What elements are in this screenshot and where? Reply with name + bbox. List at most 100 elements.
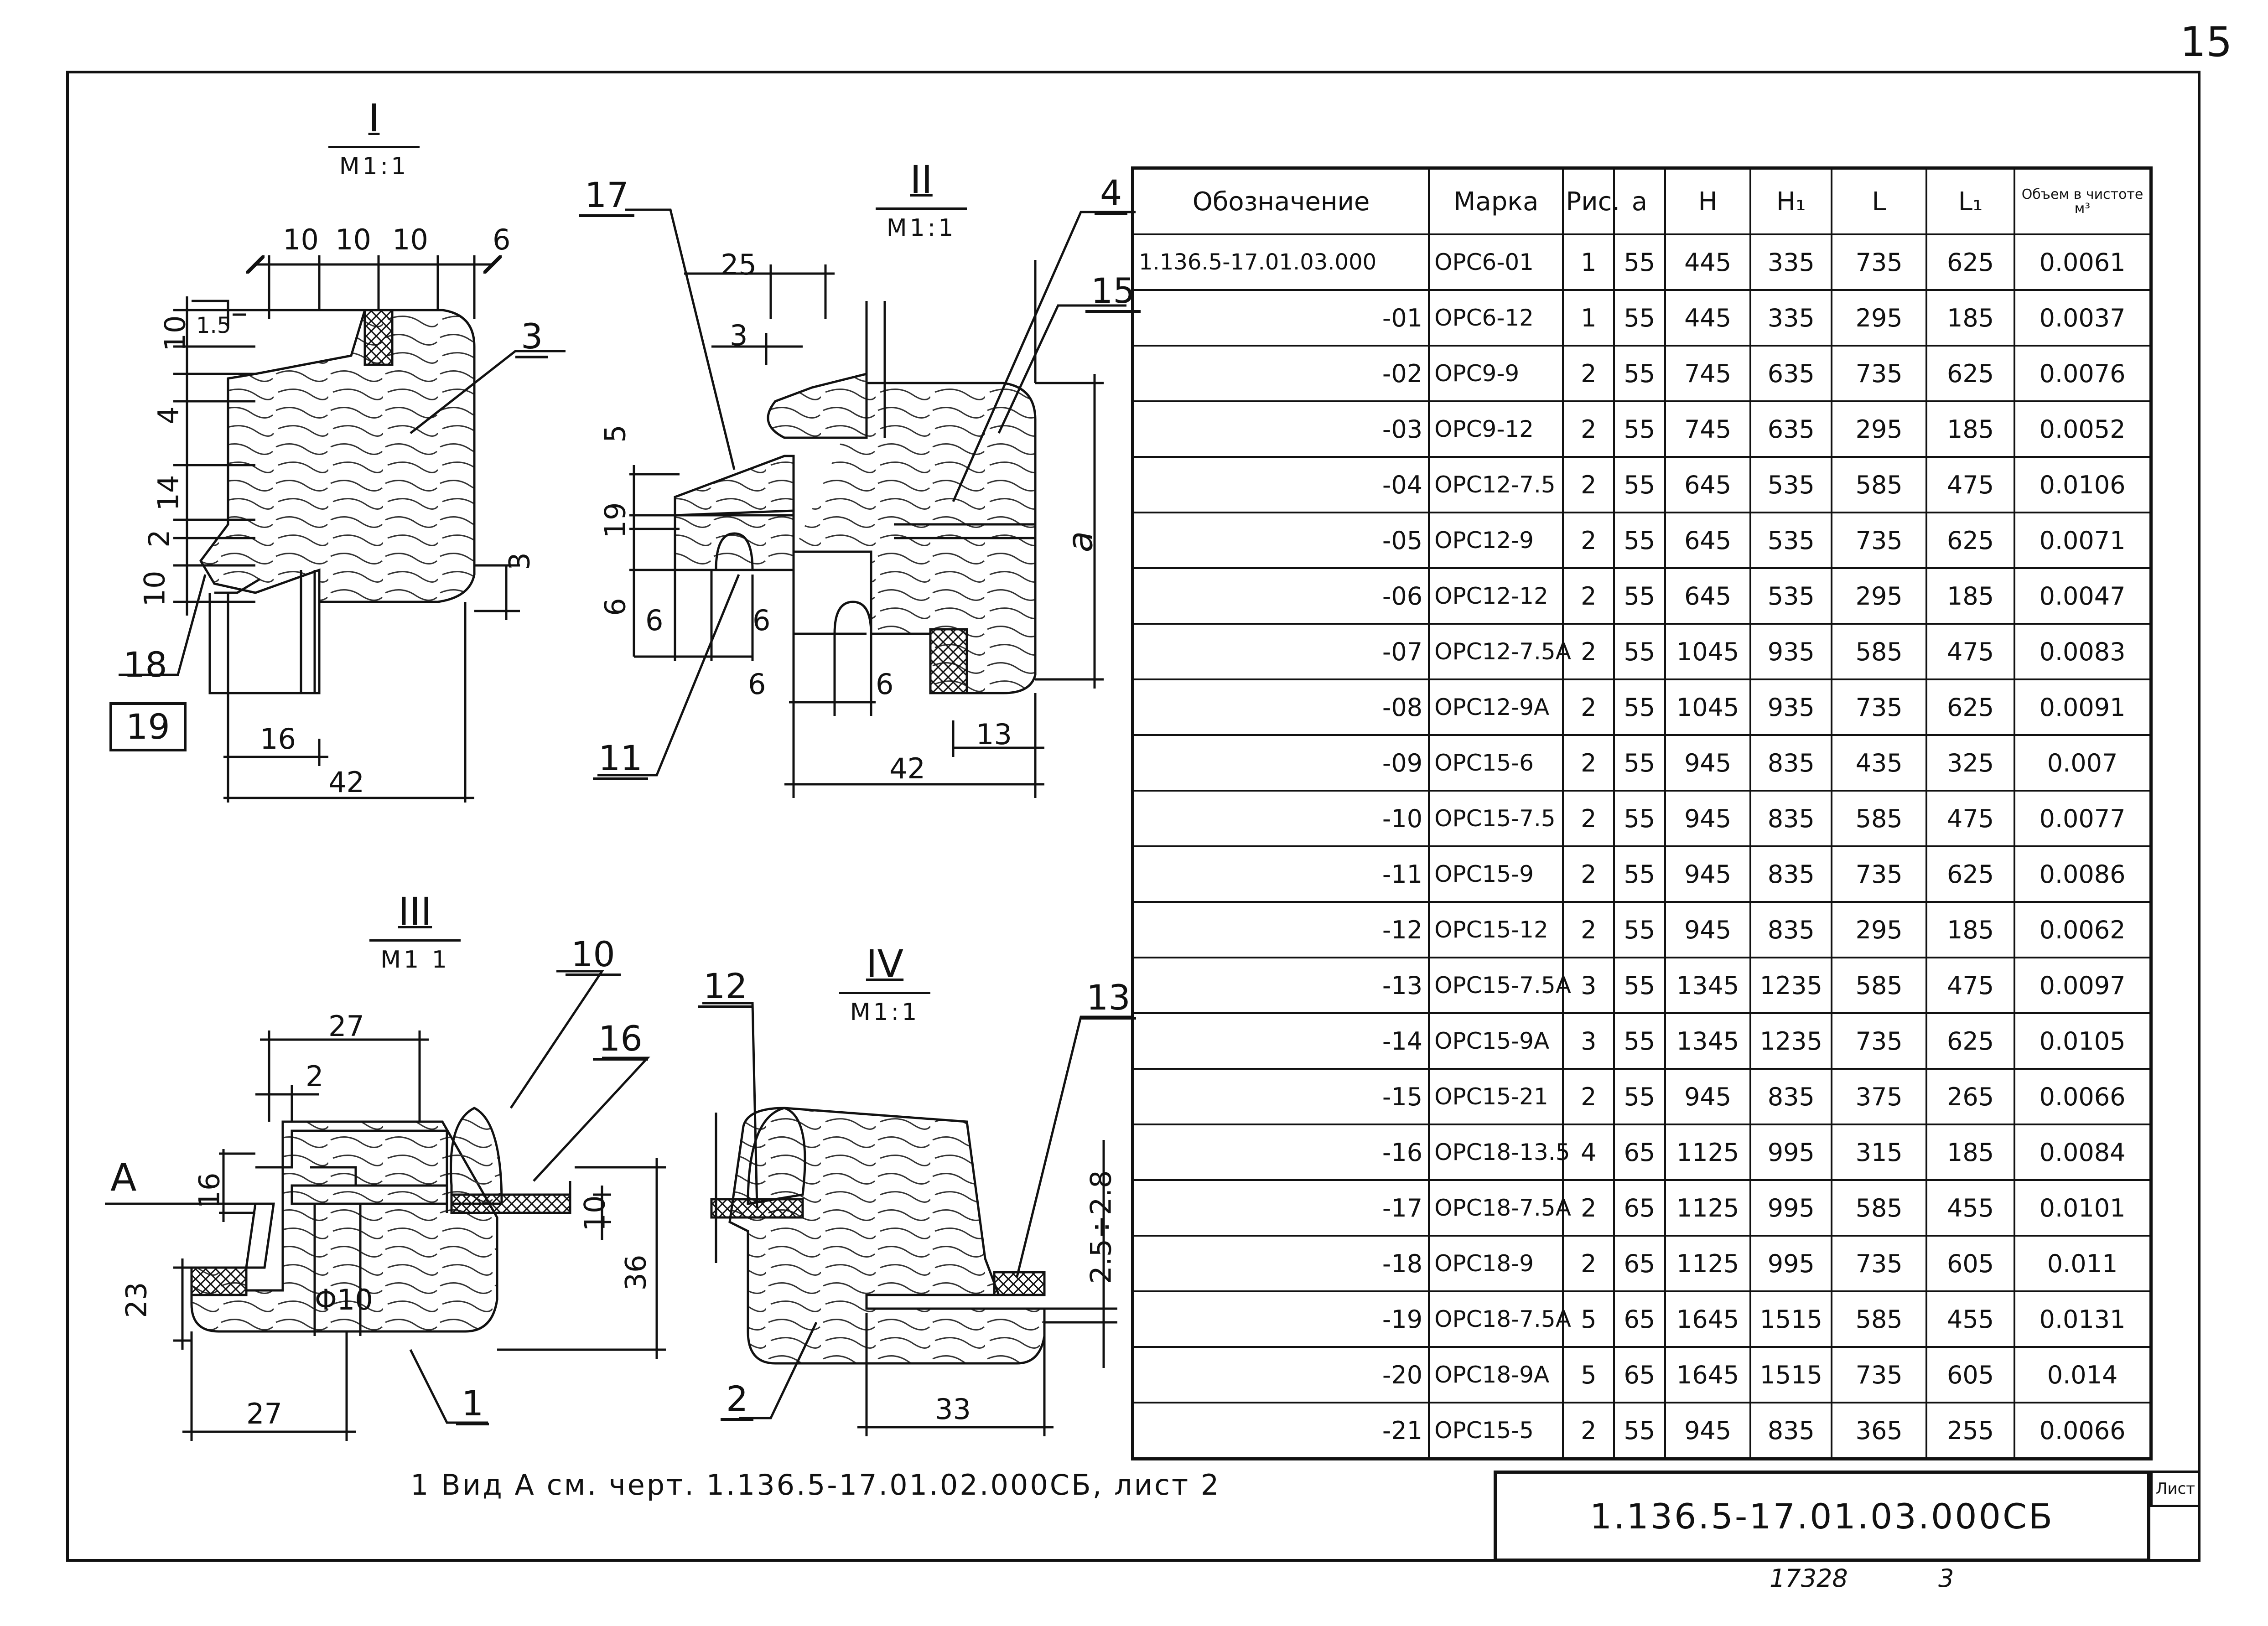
cell-mark: ОРС12-7.5 (1428, 456, 1564, 513)
cell-h1: 835 (1749, 845, 1833, 903)
cell-code: -20 (1131, 1346, 1430, 1403)
cell-vol: 0.0105 (2014, 1012, 2152, 1070)
cell-vol: 0.0061 (2014, 233, 2152, 291)
dim-10-vertical: 10 (158, 315, 192, 352)
cell-h: 445 (1664, 289, 1752, 347)
dim-6: 6 (645, 604, 664, 637)
cell-fig: 1 (1562, 289, 1615, 347)
dim-27-bottom: 27 (246, 1397, 282, 1430)
cell-vol: 0.0106 (2014, 456, 2152, 513)
cell-a: 55 (1613, 512, 1666, 569)
cell-h: 645 (1664, 567, 1752, 625)
cell-mark: ОРС12-9А (1428, 678, 1564, 736)
cell-l: 295 (1831, 901, 1928, 958)
cell-a: 55 (1613, 678, 1666, 736)
cell-fig: 1 (1562, 233, 1615, 291)
cell-a: 55 (1613, 289, 1666, 347)
cell-mark: ОРС18-9А (1428, 1346, 1564, 1403)
cell-h: 1125 (1664, 1179, 1752, 1237)
cell-a: 65 (1613, 1179, 1666, 1237)
cell-l1: 455 (1925, 1290, 2016, 1348)
cell-h1: 835 (1749, 734, 1833, 792)
view-3-title: III M1 1 (369, 889, 461, 974)
archive-number: 17328 (1770, 1564, 1848, 1593)
cell-h1: 635 (1749, 400, 1833, 458)
dim-42: 42 (328, 766, 364, 799)
cell-code: -02 (1131, 345, 1430, 402)
dim-6: 6 (748, 668, 766, 701)
cell-h: 945 (1664, 1068, 1752, 1125)
view-3-roman: III (398, 889, 432, 934)
dim-16: 16 (260, 722, 296, 756)
cell-vol: 0.0086 (2014, 845, 2152, 903)
title-block: 1.136.5-17.01.03.000СБ (1494, 1471, 2150, 1562)
dim-14: 14 (151, 475, 185, 511)
cell-h: 1125 (1664, 1235, 1752, 1292)
cell-code: -05 (1131, 512, 1430, 569)
cell-h1: 935 (1749, 623, 1833, 680)
cell-fig: 2 (1562, 1068, 1615, 1125)
cell-mark: ОРС18-13.5 (1428, 1124, 1570, 1181)
cell-a: 55 (1613, 456, 1666, 513)
cell-h1: 535 (1749, 456, 1833, 513)
cell-l1: 255 (1925, 1402, 2016, 1460)
cell-h: 745 (1664, 400, 1752, 458)
cell-l1: 605 (1925, 1346, 2016, 1403)
cell-h: 945 (1664, 1402, 1752, 1460)
leader-11 (597, 574, 740, 777)
leader-12 (702, 1002, 758, 1209)
cell-mark: ОРС15-5 (1428, 1402, 1564, 1460)
cell-fig: 2 (1562, 345, 1615, 402)
cell-vol: 0.0066 (2014, 1068, 2152, 1125)
cell-a: 55 (1613, 400, 1666, 458)
cell-l1: 475 (1925, 957, 2016, 1014)
cell-a: 55 (1613, 1402, 1666, 1460)
cell-h1: 935 (1749, 678, 1833, 736)
cell-vol: 0.0131 (2014, 1290, 2152, 1348)
dim-5: 5 (598, 425, 632, 443)
cell-l: 735 (1831, 1346, 1928, 1403)
cell-code: -19 (1131, 1290, 1430, 1348)
cell-l1: 625 (1925, 345, 2016, 402)
cell-h: 1125 (1664, 1124, 1752, 1181)
cell-a: 55 (1613, 734, 1666, 792)
cell-code: -06 (1131, 567, 1430, 625)
cell-mark: ОРС18-7.5А (1428, 1290, 1571, 1348)
cell-mark: ОРС15-21 (1428, 1068, 1564, 1125)
cell-fig: 2 (1562, 734, 1615, 792)
cell-mark: ОРС18-9 (1428, 1235, 1564, 1292)
leader-17 (625, 208, 736, 470)
cell-code: -12 (1131, 901, 1430, 958)
cell-fig: 2 (1562, 567, 1615, 625)
cell-h: 1045 (1664, 678, 1752, 736)
cell-vol: 0.007 (2014, 734, 2152, 792)
cell-l: 585 (1831, 1179, 1928, 1237)
cell-mark: ОРС12-7.5А (1428, 623, 1571, 680)
cell-l1: 475 (1925, 623, 2016, 680)
cell-a: 65 (1613, 1124, 1666, 1181)
cell-code: -09 (1131, 734, 1430, 792)
cell-code: -03 (1131, 400, 1430, 458)
cell-a: 55 (1613, 233, 1666, 291)
cell-h1: 995 (1749, 1124, 1833, 1181)
cell-l1: 625 (1925, 845, 2016, 903)
cell-mark: ОРС6-12 (1428, 289, 1564, 347)
cell-h: 1345 (1664, 1012, 1752, 1070)
cell-code: 1.136.5-17.01.03.000 (1131, 233, 1430, 291)
cell-code: -10 (1131, 790, 1430, 847)
dim-6: 6 (493, 223, 511, 256)
cell-h1: 635 (1749, 345, 1833, 402)
cell-a: 55 (1613, 345, 1666, 402)
cell-h1: 835 (1749, 1068, 1833, 1125)
cell-vol: 0.0066 (2014, 1402, 2152, 1460)
leader-18 (119, 574, 207, 676)
view-3-section (105, 1030, 666, 1441)
